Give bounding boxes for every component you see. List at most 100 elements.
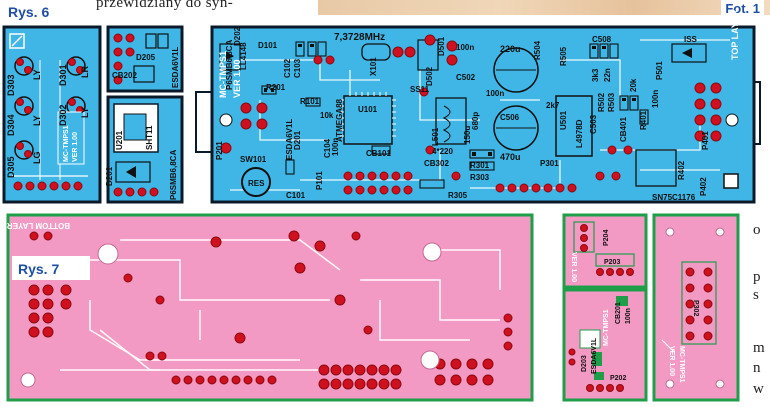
main-label-c508: C508 <box>592 35 612 44</box>
main-label-c506: C506 <box>500 113 520 122</box>
main-label-ll4148: LL4148 <box>239 42 248 70</box>
main-label-c502: C502 <box>456 73 476 82</box>
led-label-lr: LR <box>80 66 90 78</box>
caption-rys7: Rys. 7 <box>18 261 59 277</box>
main-label-20k: 20k <box>629 78 638 92</box>
main-label-100n: 100n <box>651 90 660 108</box>
main-label-cb100: 100n <box>331 138 340 156</box>
side-text-2: p <box>753 269 761 285</box>
pcb-bottom-layer: BOTTOM LAYER <box>6 213 534 402</box>
main-label-u101: U101 <box>358 105 378 114</box>
conn-label-esda: ESDA6V1L <box>591 337 598 374</box>
sensor-label-p6smb: P6SMB6,8CA <box>169 150 178 200</box>
main-label-freq: 7,3728MHz <box>334 32 385 43</box>
side-text-6: w <box>753 381 764 397</box>
main-label-470u: 470u <box>500 152 521 162</box>
bottom-layer-label: BOTTOM LAYER <box>7 221 70 230</box>
rs485-label-ver: VER 1.00 <box>668 346 675 376</box>
side-text-3: s <box>753 287 759 303</box>
main-label-l501: L501 <box>431 127 440 146</box>
main-label-d501: D501 <box>437 36 446 56</box>
pcb-main-top-layer: 7,3728MHz X101 D202 P6SMB6,8CA D101 LL41… <box>195 9 761 204</box>
sensor-label-u201: U201 <box>115 130 124 150</box>
main-label-r301: R301 <box>470 161 490 170</box>
main-label-c103: C103 <box>293 58 302 78</box>
side-text-5: n <box>753 360 761 376</box>
main-label-sw101: SW101 <box>240 155 267 164</box>
main-label-iss: ISS <box>684 35 698 44</box>
main-label-p101: P101 <box>315 171 324 190</box>
main-label-c101: C101 <box>286 191 306 200</box>
esd-label-d205: D205 <box>136 53 156 62</box>
main-label-r303: R303 <box>470 173 490 182</box>
main-label-220u: 220u <box>500 44 521 54</box>
main-label-cb401: CB401 <box>619 117 628 142</box>
main-label-res: RES <box>248 179 265 188</box>
led-label-d302: D302 <box>58 104 68 126</box>
caption-rys6: Rys. 6 <box>4 3 54 21</box>
led-label-ly1: LY <box>32 69 42 80</box>
pcb-led-board: LR LY LY LG LY D301 D302 D303 D304 D305 … <box>2 25 102 204</box>
led-label-lg: LG <box>32 152 42 165</box>
conn-label-p203: P203 <box>604 259 620 266</box>
main-label-d502: D502 <box>425 66 434 86</box>
main-label-r101: R101 <box>300 97 320 106</box>
conn-label-cb201: CB201 <box>615 302 622 324</box>
sensor-label-sht11: SHT11 <box>145 125 154 150</box>
main-label-l4978: L4978D <box>575 119 584 148</box>
conn-label-mc: MC-TMPS1 <box>603 309 610 346</box>
main-label-ss11: SS11 <box>410 85 430 94</box>
led-label-d305: D305 <box>6 156 16 178</box>
led-label-ly2: LY <box>80 107 90 118</box>
led-board-name: MC-TMPS1 <box>63 125 70 162</box>
main-label-d201: D201 <box>293 130 302 150</box>
main-label-22n: 22n <box>603 68 612 82</box>
article-text-top: przewidziany do syn- <box>96 0 234 11</box>
main-label-r504: R504 <box>533 40 542 60</box>
led-label-ly3: LY <box>32 115 42 126</box>
main-label-atmega: ATMEGA88 <box>335 98 344 142</box>
main-label-p201: P201 <box>215 141 224 160</box>
led-label-d304: D304 <box>6 114 16 136</box>
main-label-esda: ESDA6V1L <box>285 119 294 160</box>
main-label-2k7: 2k7 <box>546 101 560 110</box>
conn-label-p202: P202 <box>610 375 626 382</box>
photo-strip: Fot. 1 <box>318 0 770 17</box>
main-label-r402: R402 <box>677 160 686 180</box>
conn-label-d203: D203 <box>581 355 588 372</box>
esd-label-cb202: CB202 <box>112 71 137 80</box>
main-label-150u: 150u <box>463 126 472 144</box>
led-label-d303: D303 <box>6 74 16 96</box>
main-board-version: VER 1.00 <box>232 59 242 98</box>
pcb-sensor-board: U201 SHT11 P6SMB6,8CA D201 <box>105 95 184 204</box>
main-label-r201: R201 <box>266 83 286 92</box>
pcb-connector-board: P204 P203 CB201 100n D203 ESDA6V1L P202 … <box>562 213 648 402</box>
pcb-rs485-board: P302 MC-TMPS1 VER 1.00 <box>652 213 740 402</box>
main-board-name: MC-TMPS1 <box>218 51 228 98</box>
led-board-version: VER 1.00 <box>72 132 79 162</box>
main-label-r401: R401 <box>639 110 648 130</box>
side-text-1: o <box>753 222 761 238</box>
main-label-p501: P501 <box>655 61 664 80</box>
rs485-label-mc: MC-TMPS1 <box>678 346 685 383</box>
main-label-p301: P301 <box>540 159 559 168</box>
main-label-r505: R505 <box>559 46 568 66</box>
main-label-c501: 100n <box>456 43 474 52</box>
main-label-c104: C104 <box>323 138 332 158</box>
main-label-c503: C503 <box>589 114 598 134</box>
main-label-x101: X101 <box>369 57 378 76</box>
sensor-label-d201: D201 <box>105 166 114 186</box>
conn-label-100n: 100n <box>625 308 632 324</box>
led-label-d301: D301 <box>58 64 68 86</box>
main-label-10k: 10k <box>320 111 334 120</box>
main-label-r305: R305 <box>448 191 468 200</box>
main-label-d202: D202 <box>233 26 242 46</box>
main-label-p401: P401 <box>701 131 710 150</box>
main-label-c3n: 100n <box>486 89 504 98</box>
esd-label-esda: ESDA6V1L <box>171 47 180 88</box>
main-label-cb101: CB101 <box>366 149 391 158</box>
main-label-r503: R503 <box>607 92 616 112</box>
main-label-p6smb: P6SMB6,8CA <box>225 40 234 90</box>
main-label-r502: R502 <box>597 92 606 112</box>
pcb-esd-board: D205 CB202 ESDA6V1L <box>106 25 184 93</box>
